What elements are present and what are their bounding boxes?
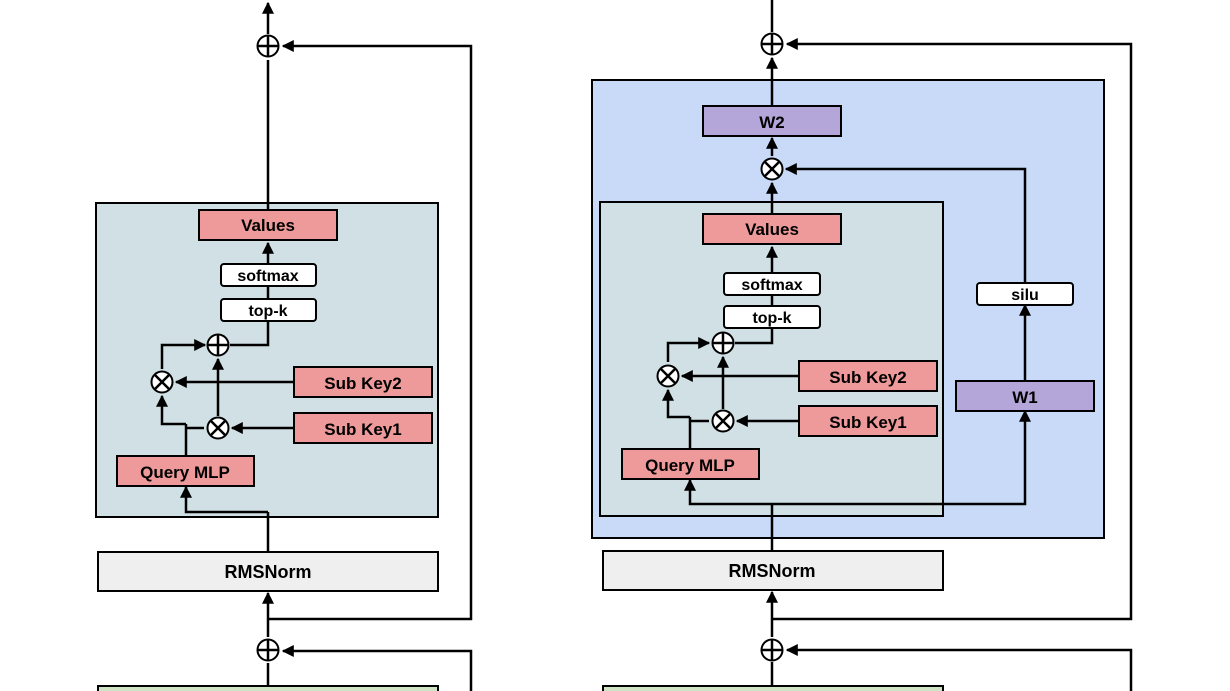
values-box: Values xyxy=(198,209,338,241)
right-diagram: W2 Values softmax top-k Sub Key2 Sub Key… xyxy=(591,0,1133,691)
values-box: Values xyxy=(702,213,842,245)
circle-times-icon xyxy=(206,416,230,440)
circle-times-icon xyxy=(150,370,174,394)
rmsnorm-label: RMSNorm xyxy=(728,561,815,581)
circle-plus-icon xyxy=(206,333,230,357)
query-input-line xyxy=(180,485,268,514)
residual-skip-line xyxy=(268,40,473,621)
query-mlp-box: Query MLP xyxy=(621,448,760,480)
query-to-mul1-line xyxy=(662,388,690,419)
w1-label: W1 xyxy=(1012,388,1038,407)
query-to-mul1-line xyxy=(156,394,186,426)
sub-key1-label: Sub Key1 xyxy=(829,413,906,432)
mul-to-add-line xyxy=(666,337,711,362)
w1-box: W1 xyxy=(955,380,1095,412)
add-to-topk-line xyxy=(230,322,270,347)
sub-key2-label: Sub Key2 xyxy=(324,374,401,393)
lower-residual-line xyxy=(281,645,473,691)
sub-key2-box: Sub Key2 xyxy=(798,360,938,392)
circle-times-icon xyxy=(711,409,735,433)
query-mlp-label: Query MLP xyxy=(645,456,735,475)
softmax-label: softmax xyxy=(741,277,802,294)
lower-block-box xyxy=(97,685,439,691)
topk-box: top-k xyxy=(220,298,317,322)
sub-key2-label: Sub Key2 xyxy=(829,368,906,387)
circle-plus-icon xyxy=(760,638,784,662)
silu-label: silu xyxy=(1011,287,1039,304)
circle-plus-icon xyxy=(711,331,735,355)
softmax-label: softmax xyxy=(237,268,298,285)
sub-key1-label: Sub Key1 xyxy=(324,420,401,439)
rmsnorm-box: RMSNorm xyxy=(97,551,439,592)
w2-box: W2 xyxy=(702,105,842,137)
values-label: Values xyxy=(241,216,295,235)
softmax-box: softmax xyxy=(220,263,317,287)
circle-plus-icon xyxy=(256,34,280,58)
circle-plus-icon xyxy=(760,32,784,56)
rmsnorm-label: RMSNorm xyxy=(224,562,311,582)
sub-key2-box: Sub Key2 xyxy=(293,366,433,398)
rmsnorm-box: RMSNorm xyxy=(602,550,944,591)
circle-times-icon xyxy=(656,364,680,388)
query-mlp-box: Query MLP xyxy=(116,455,255,487)
residual-skip-line xyxy=(772,38,1133,621)
add-to-topk-line xyxy=(735,329,774,345)
softmax-box: softmax xyxy=(723,272,821,296)
lower-block-box xyxy=(602,685,944,691)
circle-plus-icon xyxy=(256,638,280,662)
values-label: Values xyxy=(745,220,799,239)
silu-to-mul-line xyxy=(784,163,1027,283)
left-diagram: Values softmax top-k Sub Key2 Sub Key1 Q… xyxy=(95,1,473,691)
w2-label: W2 xyxy=(759,113,785,132)
query-mlp-label: Query MLP xyxy=(140,463,230,482)
lower-residual-line xyxy=(785,644,1133,691)
topk-box: top-k xyxy=(723,305,821,329)
circle-times-icon xyxy=(760,157,784,181)
sub-key1-box: Sub Key1 xyxy=(293,412,433,444)
topk-label: top-k xyxy=(248,303,287,320)
silu-box: silu xyxy=(976,282,1074,306)
sub-key1-box: Sub Key1 xyxy=(798,405,938,437)
w1-input-line xyxy=(772,409,1031,506)
query-input-line xyxy=(684,478,772,506)
topk-label: top-k xyxy=(752,310,791,327)
mul-to-add-line xyxy=(160,339,207,369)
